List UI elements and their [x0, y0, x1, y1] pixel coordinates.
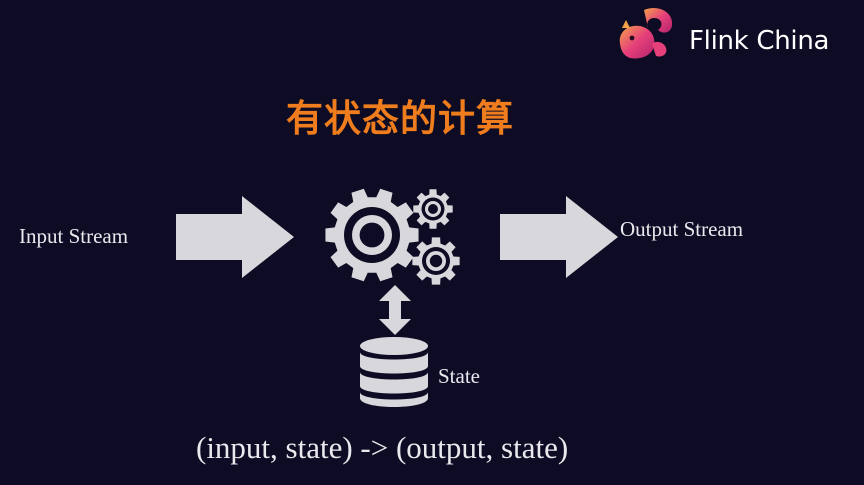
flink-squirrel-logo-icon — [619, 7, 673, 59]
small-gear-top-icon — [413, 189, 453, 229]
slide-title: 有状态的计算 — [286, 97, 514, 140]
logo-text: Flink China — [689, 26, 830, 56]
output-arrow-icon — [500, 196, 618, 278]
output-stream-label: Output Stream — [620, 217, 744, 241]
double-arrow-vertical-icon — [379, 285, 411, 335]
database-icon — [360, 337, 428, 407]
large-gear-icon — [325, 188, 419, 282]
small-gear-bottom-icon — [412, 237, 460, 285]
flink-china-logo: Flink China — [614, 4, 854, 64]
input-arrow-icon — [176, 196, 294, 278]
gears-icon — [325, 188, 460, 285]
formula-text: (input, state) -> (output, state) — [196, 430, 569, 465]
state-label: State — [438, 364, 480, 388]
input-stream-label: Input Stream — [19, 224, 129, 248]
